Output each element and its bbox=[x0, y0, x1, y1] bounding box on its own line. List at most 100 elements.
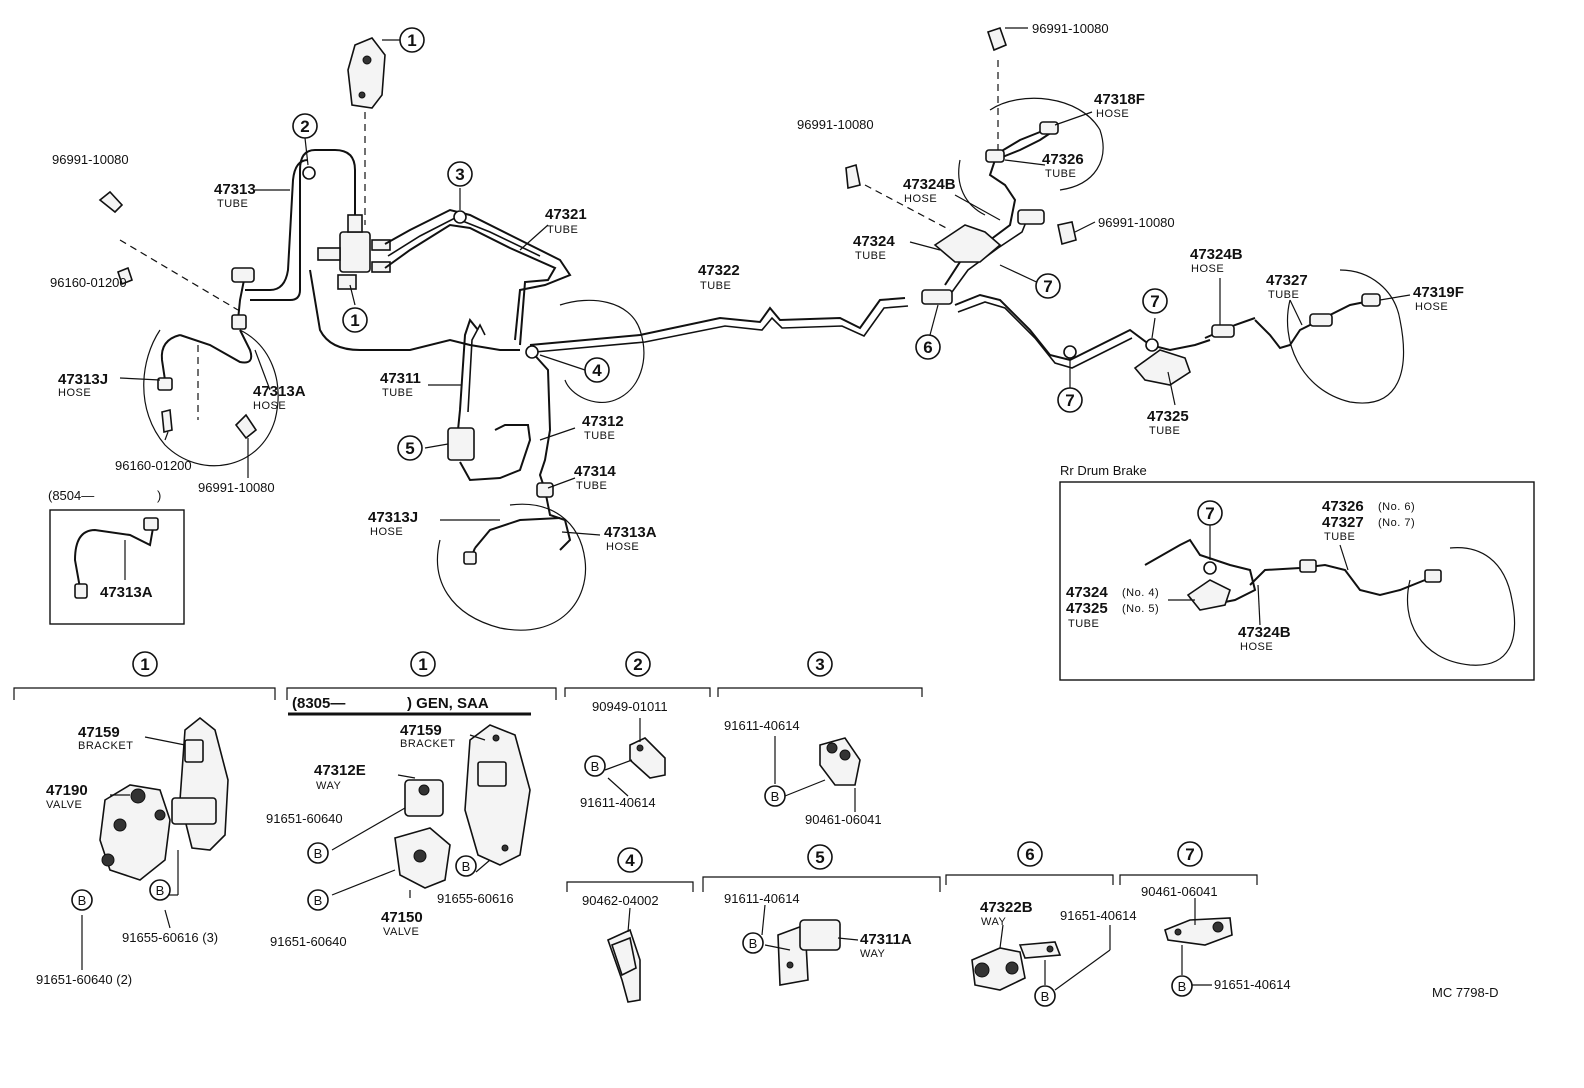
label-pin-96160-b: 96160-01200 bbox=[115, 458, 192, 473]
d3-clamp-art bbox=[819, 737, 861, 786]
dash-clip-left bbox=[119, 239, 239, 311]
d1b-47312E-sub: WAY bbox=[316, 780, 341, 792]
bracket-47325 bbox=[1133, 349, 1191, 386]
drum-brake-title: Rr Drum Brake bbox=[1060, 463, 1147, 478]
label-47313A-b-sub: HOSE bbox=[606, 541, 639, 553]
d7-leaders bbox=[1181, 898, 1212, 986]
callout-7-c-text: 7 bbox=[1065, 391, 1074, 410]
label-47326: 47326 bbox=[1042, 151, 1084, 168]
tube-47321-b bbox=[384, 223, 557, 346]
d6-91651: 91651-40614 bbox=[1060, 908, 1137, 923]
d6-leaders bbox=[999, 924, 1111, 991]
d1b-bracket-art bbox=[464, 724, 531, 866]
d6-47322B: 47322B bbox=[980, 899, 1033, 916]
hose-fitting-47313A bbox=[231, 267, 255, 330]
drum-tube-sub: TUBE bbox=[1324, 531, 1355, 543]
label-47319F-sub: HOSE bbox=[1415, 301, 1448, 313]
label-47313J-b: 47313J bbox=[368, 509, 418, 526]
d3-leaders bbox=[774, 736, 856, 812]
label-47312-sub: TUBE bbox=[584, 430, 615, 442]
callout-4-top-text: 4 bbox=[592, 361, 602, 380]
label-47322-sub: TUBE bbox=[700, 280, 731, 292]
label-47313J-sub: HOSE bbox=[58, 387, 91, 399]
svg-text:B: B bbox=[771, 789, 780, 804]
callout-7-drum-text: 7 bbox=[1205, 504, 1214, 523]
d6-way-art bbox=[971, 941, 1062, 991]
callout-7-drum: 7 bbox=[1197, 500, 1223, 526]
label-47325: 47325 bbox=[1147, 408, 1189, 425]
label-47318F-sub: HOSE bbox=[1096, 108, 1129, 120]
d1-91651: 91651-60640 (2) bbox=[36, 972, 132, 987]
callout-6-top: 6 bbox=[915, 334, 941, 360]
label-clip-96991-d: 96991-10080 bbox=[797, 117, 874, 132]
drum-brake-clamp-dot bbox=[1203, 561, 1217, 575]
label-47311-sub: TUBE bbox=[382, 387, 413, 399]
svg-text:B: B bbox=[591, 759, 600, 774]
callout-7-b: 7 bbox=[1142, 288, 1168, 314]
drum-brake-fitting-b bbox=[1424, 569, 1442, 583]
label-47321: 47321 bbox=[545, 206, 587, 223]
clip-icon-96991-a bbox=[98, 190, 124, 214]
hose-47313J-fitting bbox=[157, 377, 173, 391]
d1b-47159-sub: BRACKET bbox=[400, 738, 455, 750]
d1b-way-art bbox=[404, 779, 444, 817]
callout-4-d4-text: 4 bbox=[625, 851, 635, 870]
label-47321-sub: TUBE bbox=[547, 224, 578, 236]
fitting-47318F bbox=[1039, 121, 1059, 135]
tube-rear-right bbox=[954, 293, 1211, 362]
drum-brake-drum bbox=[1406, 547, 1516, 666]
label-47313: 47313 bbox=[214, 181, 256, 198]
d5-bolt: B bbox=[742, 932, 764, 954]
callout-6-d6-text: 6 bbox=[1025, 845, 1034, 864]
drum-47326: 47326 bbox=[1322, 498, 1364, 515]
callout-7-b-text: 7 bbox=[1150, 292, 1159, 311]
inset-8504-close: ) bbox=[157, 488, 161, 503]
callout-1-d1b-text: 1 bbox=[418, 655, 427, 674]
callout-6-top-text: 6 bbox=[923, 338, 932, 357]
label-47327-sub: TUBE bbox=[1268, 289, 1299, 301]
drum-brake-fitting-a bbox=[1299, 559, 1317, 573]
callout-7-a-text: 7 bbox=[1043, 277, 1052, 296]
d4-90462: 90462-04002 bbox=[582, 893, 659, 908]
d1-91655: 91655-60616 (3) bbox=[122, 930, 218, 945]
rear-left-drum-outline bbox=[989, 97, 1104, 191]
label-clip-96991-c: 96991-10080 bbox=[1032, 21, 1109, 36]
svg-text:B: B bbox=[78, 893, 87, 908]
d5-way-art bbox=[777, 919, 841, 986]
svg-text:B: B bbox=[314, 893, 323, 908]
label-pin-96160-a: 96160-01200 bbox=[50, 275, 127, 290]
clamp-dot-4 bbox=[525, 345, 539, 359]
callout-7-a: 7 bbox=[1035, 273, 1061, 299]
label-47313A-b: 47313A bbox=[604, 524, 657, 541]
d1b-91655: 91655-60616 bbox=[437, 891, 514, 906]
drum-47326-no: (No. 6) bbox=[1378, 501, 1415, 513]
label-47313J-b-sub: HOSE bbox=[370, 526, 403, 538]
d1b-47150-sub: VALVE bbox=[383, 926, 419, 938]
d5-47311A: 47311A bbox=[860, 931, 912, 948]
callout-1-mid-text: 1 bbox=[350, 311, 359, 330]
detail-1-bracket-art bbox=[171, 716, 229, 851]
clip-icon-96991-d bbox=[845, 163, 861, 190]
d5-47311A-sub: WAY bbox=[860, 948, 885, 960]
rear-right-drum-outline bbox=[1286, 269, 1405, 404]
callout-5-d5-text: 5 bbox=[815, 848, 824, 867]
drum-47327: 47327 bbox=[1322, 514, 1364, 531]
hose-47313J bbox=[160, 334, 181, 381]
label-47311: 47311 bbox=[380, 370, 421, 387]
label-47313-sub: TUBE bbox=[217, 198, 248, 210]
d1-47190: 47190 bbox=[46, 782, 88, 799]
drum-47327-no: (No. 7) bbox=[1378, 517, 1415, 529]
callout-5-top: 5 bbox=[397, 435, 423, 461]
d6-bolt: B bbox=[1034, 985, 1056, 1007]
d2-clamp-art bbox=[629, 737, 666, 779]
callout-2-top: 2 bbox=[292, 113, 318, 139]
d2-90949: 90949-01011 bbox=[592, 699, 668, 714]
dash-clip-mid-right bbox=[864, 184, 951, 231]
svg-text:B: B bbox=[1178, 979, 1187, 994]
svg-text:B: B bbox=[1041, 989, 1050, 1004]
label-47325-sub: TUBE bbox=[1149, 425, 1180, 437]
inset-8504-fitting-b bbox=[143, 517, 159, 531]
tee-47322B bbox=[921, 289, 953, 305]
clamp-dot-7b bbox=[1145, 338, 1159, 352]
